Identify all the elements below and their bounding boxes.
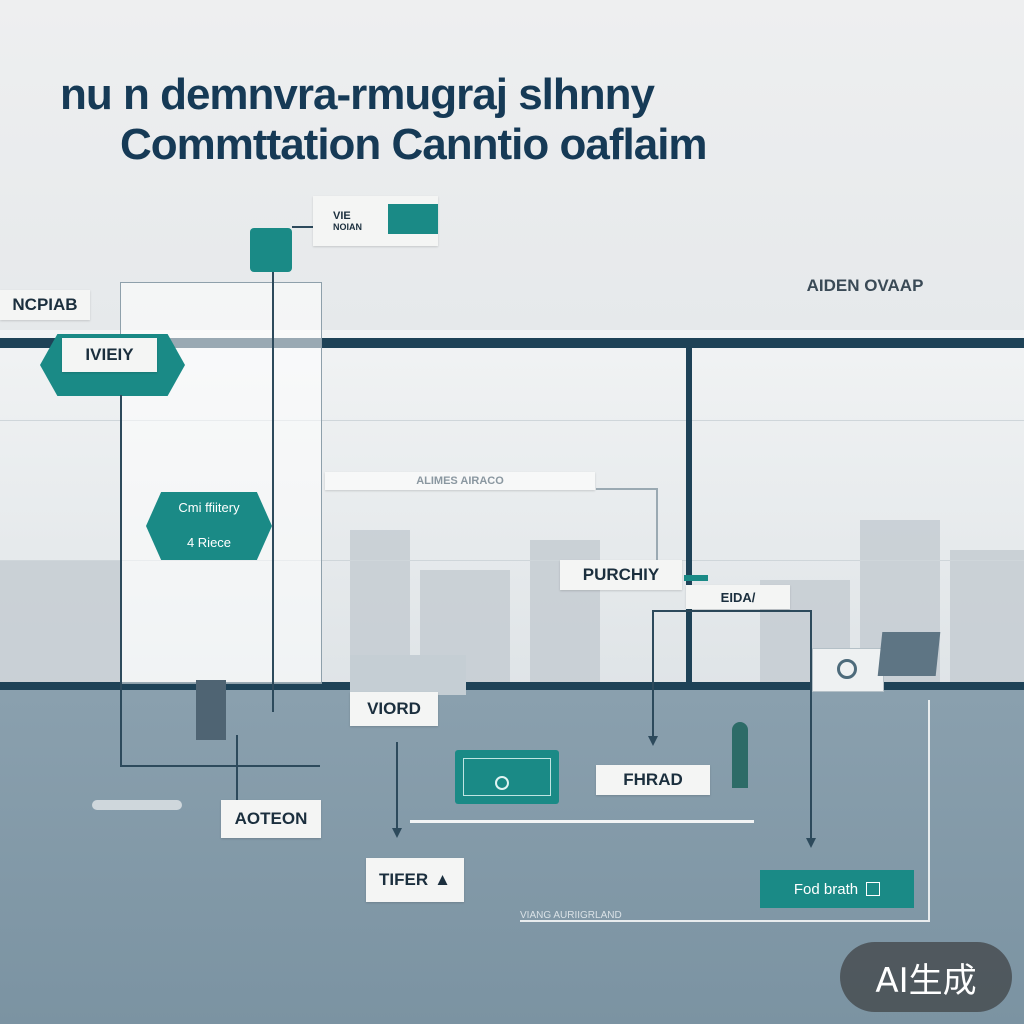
connector-line — [120, 765, 320, 767]
window-frame-divider — [686, 346, 692, 684]
food-button-label: Fod brath — [793, 880, 859, 898]
connector-line — [596, 488, 658, 490]
connector-line — [272, 272, 274, 712]
desk-icon — [350, 655, 466, 695]
fhrad-label[interactable]: FHRAD — [596, 765, 710, 795]
connector-line — [292, 226, 318, 228]
device-icon — [250, 228, 292, 272]
food-button[interactable]: Fod brath — [760, 870, 914, 908]
tifer-label-text: TIFER — [379, 870, 429, 889]
teal-card[interactable] — [455, 750, 559, 804]
skyline-building — [0, 560, 120, 690]
connector-line — [520, 920, 930, 922]
arrow-head — [648, 736, 658, 746]
community-hexagon[interactable] — [146, 492, 272, 560]
ai-generated-badge: AI生成 — [840, 942, 1012, 1012]
connector-line — [928, 700, 930, 922]
card-inner-frame — [463, 758, 551, 796]
box-icon — [866, 882, 881, 896]
title-line-1: nu n demnvra-rmugraj slhnny — [60, 70, 655, 119]
window-frame-top — [0, 338, 1024, 348]
vie-label-subtext: NOIAN — [333, 222, 362, 232]
connector-line — [410, 820, 754, 823]
viord-label[interactable]: VIORD — [350, 692, 438, 726]
sky-background — [0, 0, 1024, 330]
plant-icon — [732, 722, 748, 788]
purchiy-label[interactable]: PURCHIY — [560, 560, 682, 590]
window-frame-bottom — [0, 682, 1024, 692]
community-text: Cmi ffiitery — [178, 500, 240, 515]
connector-line — [810, 610, 812, 840]
arrow-head — [392, 828, 402, 838]
vie-label-accent — [388, 204, 438, 234]
laptop-icon — [877, 632, 941, 676]
footer-caption: VIANG AURIIGRLAND — [520, 910, 622, 921]
connector-line — [656, 488, 658, 568]
ncpiab-label[interactable]: NCPIAB — [0, 290, 90, 320]
link-icon — [495, 776, 509, 790]
mid-bar-label[interactable]: ALIMES AIRACO — [325, 472, 595, 490]
purchiy-accent — [684, 575, 708, 581]
connector-line — [396, 742, 398, 830]
eida-label[interactable]: EIDA/ — [686, 585, 790, 609]
arrow-head — [806, 838, 816, 848]
chair-icon — [196, 680, 226, 740]
place-text: 4 Riece — [186, 535, 232, 550]
aoteon-label[interactable]: AOTEON — [221, 800, 321, 838]
connector-line — [652, 610, 812, 612]
ivieiy-label[interactable]: IVIEIY — [62, 338, 157, 372]
vie-label-text: VIE — [333, 210, 351, 222]
skyline-building — [950, 550, 1024, 690]
aiden-label: AIDEN OVAAP — [806, 276, 924, 295]
monitor-device — [812, 648, 884, 692]
window-mullion — [0, 560, 1024, 561]
connector-line — [236, 735, 238, 805]
title-line-2: Commttation Canntio oaflaim — [120, 120, 708, 169]
window-mullion — [0, 420, 1024, 421]
globe-icon — [837, 659, 857, 679]
tree-icon: ▲ — [434, 870, 451, 889]
chair-base-icon — [92, 800, 182, 810]
connector-line — [120, 395, 122, 765]
connector-line — [652, 610, 654, 738]
tifer-label[interactable]: TIFER ▲ — [366, 858, 464, 902]
